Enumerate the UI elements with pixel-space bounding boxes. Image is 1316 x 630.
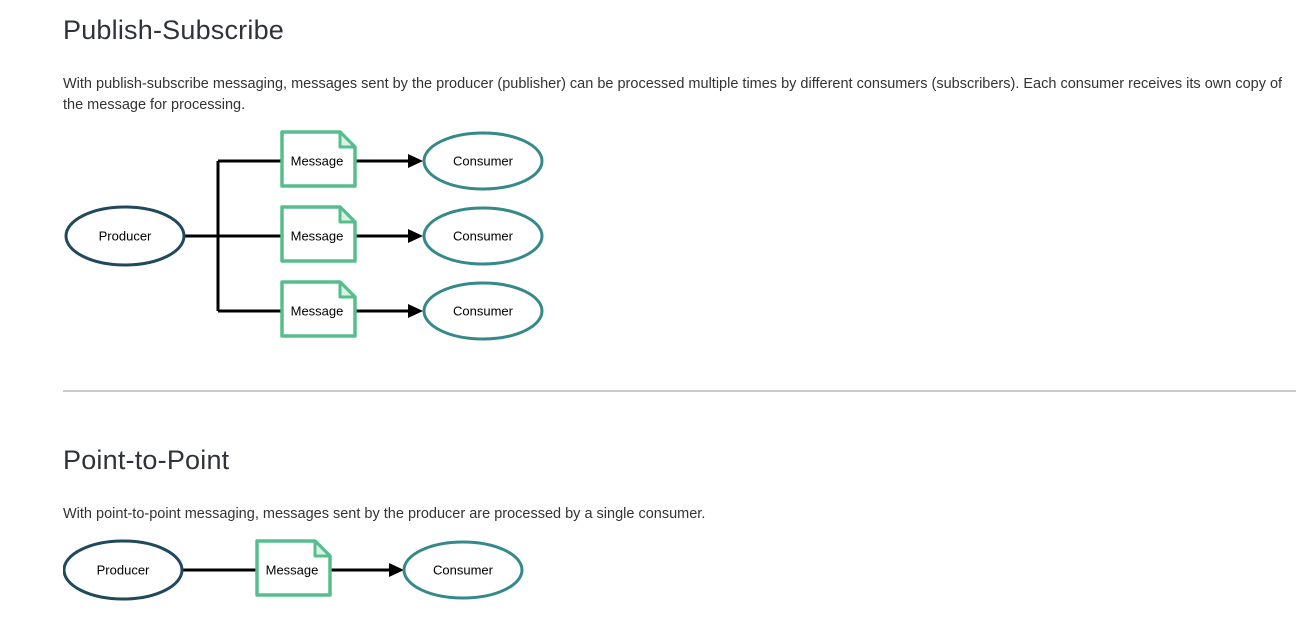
message-node: Message: [280, 280, 357, 338]
page-content: Publish-Subscribe With publish-subscribe…: [63, 14, 1296, 607]
paragraph-publish-subscribe: With publish-subscribe messaging, messag…: [63, 76, 1283, 113]
consumer-label: Consumer: [433, 563, 494, 578]
publish-subscribe-diagram: Producer Message Message Message Consume…: [64, 130, 544, 341]
arrowhead-consumer1: [408, 154, 423, 168]
message-label: Message: [291, 304, 344, 319]
section-point-to-point: Point-to-Point With point-to-point messa…: [63, 444, 1296, 607]
message-label: Message: [291, 229, 344, 244]
arrowhead-consumer: [389, 563, 404, 577]
message-node: Message: [280, 205, 357, 263]
message-label: Message: [266, 563, 319, 578]
point-to-point-diagram: Producer Message Consumer: [63, 539, 524, 601]
section-publish-subscribe: Publish-Subscribe With publish-subscribe…: [63, 14, 1296, 348]
producer-label: Producer: [97, 563, 150, 578]
consumer-node: [402, 540, 524, 600]
producer-node: [64, 205, 186, 267]
arrowhead-consumer3: [408, 304, 423, 318]
consumer-label: Consumer: [453, 229, 514, 244]
heading-publish-subscribe: Publish-Subscribe: [63, 15, 285, 45]
consumer-label: Consumer: [453, 154, 514, 169]
consumer-node: [422, 206, 544, 266]
consumer-node: [422, 281, 544, 341]
heading-point-to-point: Point-to-Point: [63, 445, 230, 475]
arrowhead-consumer2: [408, 229, 423, 243]
producer-label: Producer: [99, 229, 152, 244]
section-divider: [63, 390, 1296, 392]
producer-node: [63, 539, 184, 601]
consumer-label: Consumer: [453, 304, 514, 319]
consumer-node: [422, 131, 544, 191]
message-label: Message: [291, 154, 344, 169]
message-node: Message: [280, 130, 357, 188]
message-node: Message: [255, 539, 332, 597]
paragraph-point-to-point: With point-to-point messaging, messages …: [63, 506, 706, 522]
